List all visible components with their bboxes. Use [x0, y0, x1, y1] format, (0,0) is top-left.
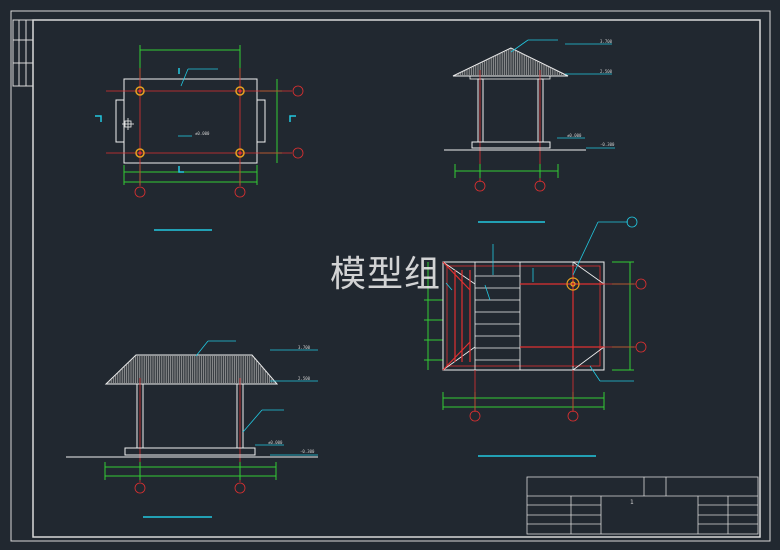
side-level-ground: -0.300 [300, 449, 315, 454]
front-level-top: 3.700 [600, 39, 613, 44]
front-level-eave: 2.500 [600, 69, 613, 74]
title-block [526, 476, 759, 535]
front-dimensions [454, 164, 559, 178]
plan-view: ±0.000 [95, 45, 304, 231]
front-columns [477, 78, 544, 143]
framing-rafters [442, 261, 605, 371]
plan-dimensions [123, 45, 282, 185]
front-level-floor: ±0.000 [567, 133, 582, 138]
side-level-top: 3.700 [298, 345, 311, 350]
plan-columns [135, 86, 245, 158]
framing-columns [566, 277, 580, 291]
side-dimensions [104, 462, 277, 480]
side-level-floor: ±0.000 [268, 440, 283, 445]
plan-column-cores [138, 89, 242, 155]
roof-framing-plan [424, 216, 647, 457]
side-base [66, 447, 318, 458]
watermark-text: 模型组 [330, 254, 442, 295]
sheet-border [10, 10, 771, 542]
side-elevation: 3.700 2.500 ±0.000 -0.300 [66, 340, 318, 518]
front-base [444, 141, 586, 151]
framing-dimensions [424, 261, 634, 410]
plan-origin-mark [122, 118, 134, 130]
framing-beams [442, 261, 604, 371]
side-roof [104, 354, 279, 385]
front-level-ground: -0.300 [600, 142, 615, 147]
sheet-number: 1 [630, 499, 634, 506]
plan-elevation-text: ±0.000 [195, 131, 210, 136]
side-columns [136, 383, 244, 449]
front-elevation: 3.700 2.500 ±0.000 -0.300 [444, 39, 615, 223]
side-level-eave: 2.500 [298, 376, 311, 381]
plan-section-marks [95, 68, 296, 173]
